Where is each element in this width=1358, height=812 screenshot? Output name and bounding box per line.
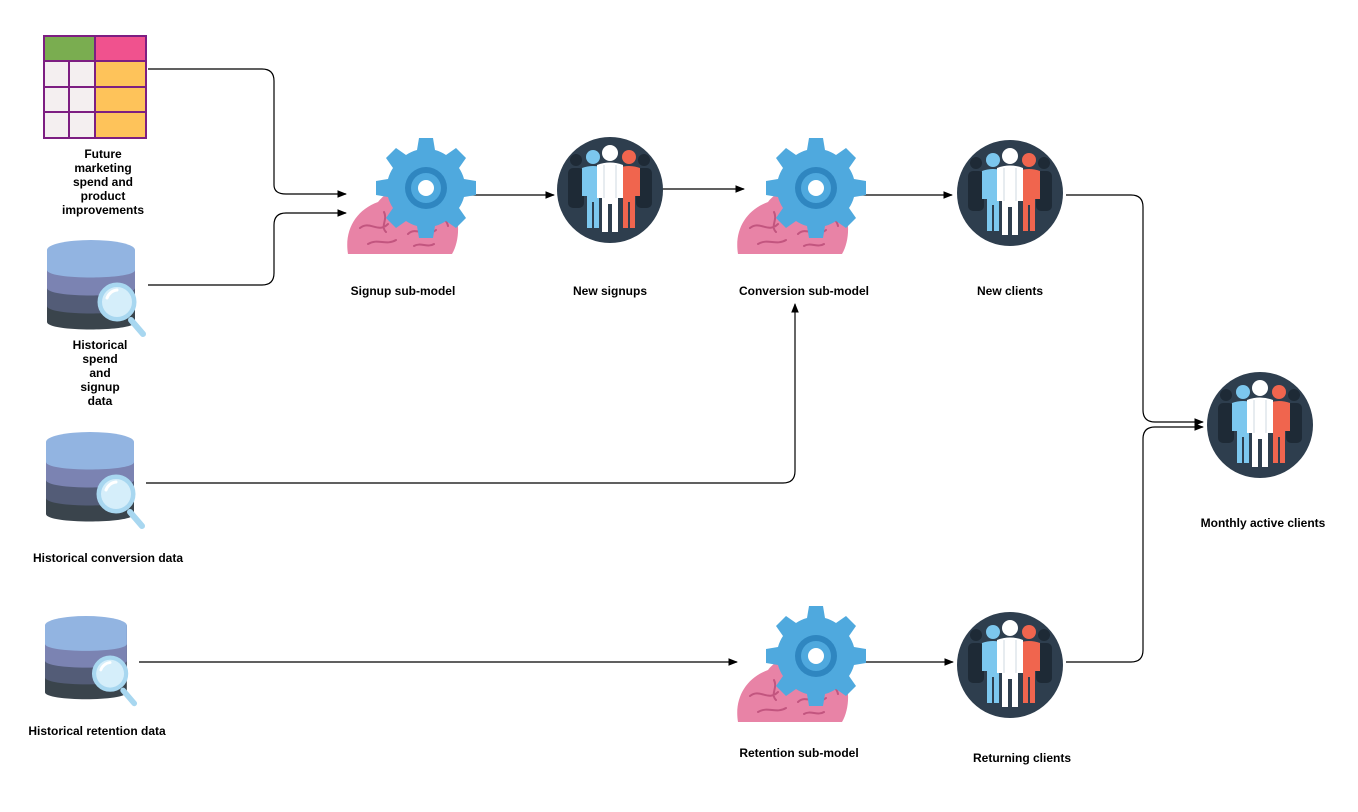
signup-model-icon bbox=[346, 137, 477, 255]
new-clients-icon bbox=[956, 139, 1064, 247]
monthly-active-label: Monthly active clients bbox=[1200, 516, 1326, 530]
connectors bbox=[139, 68, 1204, 666]
connector-hist-conversion-to-conversion bbox=[146, 303, 799, 484]
connector-returning-to-monthly bbox=[1066, 423, 1204, 663]
new-signups-label: New signups bbox=[572, 284, 647, 298]
database-retention-icon bbox=[45, 616, 134, 703]
retention-model-label: Retention sub-model bbox=[739, 746, 859, 760]
table-icon bbox=[43, 35, 147, 139]
connector-future-to-signup bbox=[148, 68, 347, 198]
conversion-model-label: Conversion sub-model bbox=[738, 284, 869, 298]
signup-model-label: Signup sub-model bbox=[350, 284, 456, 298]
retention-model-icon bbox=[736, 605, 867, 723]
hist-retention-label: Historical retention data bbox=[28, 724, 166, 738]
conversion-model-icon bbox=[736, 137, 867, 255]
returning-clients-label: Returning clients bbox=[972, 751, 1071, 765]
future-input-label: Future marketing spend and product impro… bbox=[61, 147, 145, 217]
database-spend-icon bbox=[47, 240, 143, 334]
returning-clients-icon bbox=[956, 611, 1064, 719]
connector-spend-to-signup bbox=[148, 209, 347, 286]
monthly-active-icon bbox=[1206, 371, 1314, 479]
database-conversion-icon bbox=[46, 432, 142, 526]
new-clients-label: New clients bbox=[976, 284, 1044, 298]
connector-new-clients-to-monthly bbox=[1066, 194, 1204, 426]
new-signups-icon bbox=[556, 136, 664, 244]
hist-conversion-label: Historical conversion data bbox=[32, 551, 184, 565]
hist-spend-label: Historical spend and signup data bbox=[72, 338, 128, 408]
